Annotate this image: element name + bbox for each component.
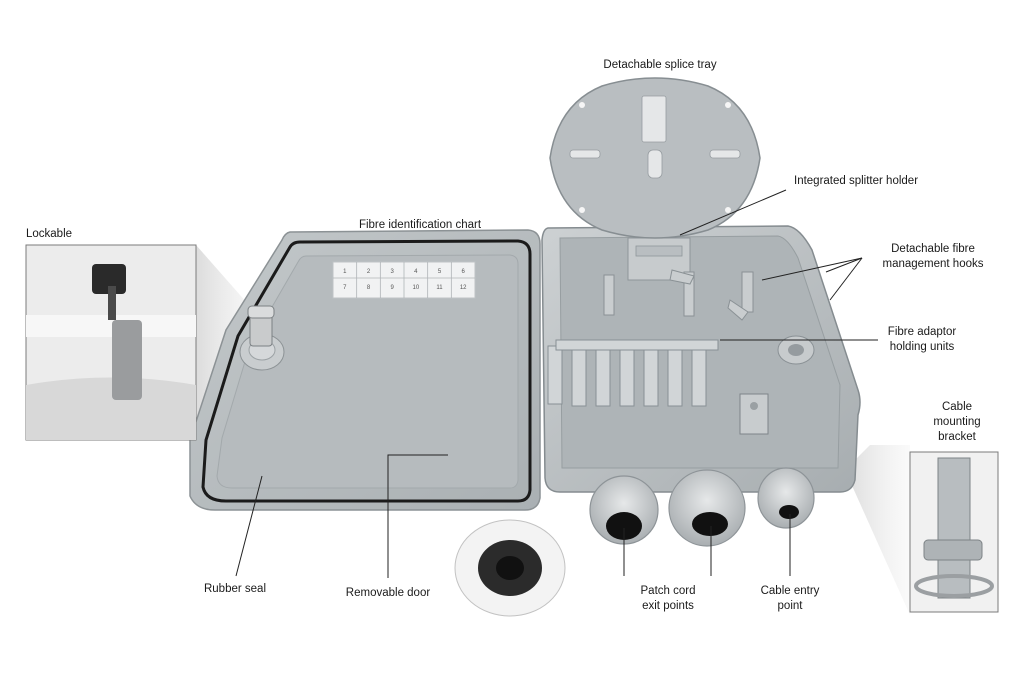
lockable-inset: [25, 244, 197, 441]
label-bracket-line3: bracket: [938, 431, 976, 443]
label-cable-entry: Cable entry point: [742, 584, 838, 614]
gland-cap: [454, 519, 566, 617]
label-patch-cord: Patch cord exit points: [618, 584, 718, 614]
label-patch-cord-line1: Patch cord: [640, 585, 696, 597]
label-cable-entry-line2: point: [777, 600, 803, 612]
chart-fibre-number: 9: [390, 285, 394, 291]
label-rubber-seal: Rubber seal: [203, 583, 266, 595]
chart-fibre-number: 10: [412, 285, 419, 291]
label-fibre-adaptor-line1: Fibre adaptor: [887, 326, 957, 338]
chart-fibre-number: 7: [343, 285, 347, 291]
label-patch-cord-line2: exit points: [642, 600, 694, 612]
label-cable-mounting-bracket: Cable mounting bracket: [922, 400, 992, 445]
fibre-adaptor-holding-units: [547, 339, 719, 407]
label-cable-entry-line1: Cable entry: [760, 585, 820, 597]
label-detachable-hooks-line2: management hooks: [882, 258, 984, 270]
label-bracket-line2: mounting: [933, 416, 981, 428]
cable-glands: [589, 467, 815, 547]
label-detachable-splice-tray: Detachable splice tray: [603, 59, 717, 71]
label-detachable-hooks: Detachable fibre management hooks: [868, 242, 998, 272]
detachable-splice-tray: [549, 77, 761, 239]
lock-knob: [239, 305, 285, 371]
rubber-seal-gasket: [201, 239, 532, 503]
chart-fibre-number: 1: [343, 269, 347, 275]
chart-fibre-number: 6: [461, 269, 465, 275]
label-lockable: Lockable: [26, 228, 73, 240]
bracket-mount: [739, 393, 769, 435]
label-bracket-line1: Cable: [941, 401, 973, 413]
label-fibre-identification-chart: Fibre identification chart: [358, 219, 482, 231]
chart-fibre-number: 5: [438, 269, 442, 275]
leader-lines: [235, 189, 878, 578]
label-fibre-adaptor: Fibre adaptor holding units: [872, 325, 972, 355]
label-removable-door: Removable door: [345, 587, 431, 599]
chart-fibre-number: 2: [367, 269, 371, 275]
bracket-inset-shade: [845, 445, 910, 615]
chart-fibre-number: 11: [436, 285, 443, 291]
chart-fibre-number: 3: [390, 269, 394, 275]
chart-fibre-number: 4: [414, 269, 418, 275]
chart-fibre-number: 12: [460, 285, 467, 291]
label-fibre-adaptor-line2: holding units: [889, 341, 955, 353]
label-integrated-splitter-holder: Integrated splitter holder: [794, 175, 919, 187]
fibre-management-hooks: [603, 269, 754, 321]
label-detachable-hooks-line1: Detachable fibre: [891, 243, 975, 255]
chart-fibre-number: 8: [367, 285, 371, 291]
cable-mounting-bracket-inset: [909, 451, 999, 613]
enclosure-base: [541, 225, 861, 547]
